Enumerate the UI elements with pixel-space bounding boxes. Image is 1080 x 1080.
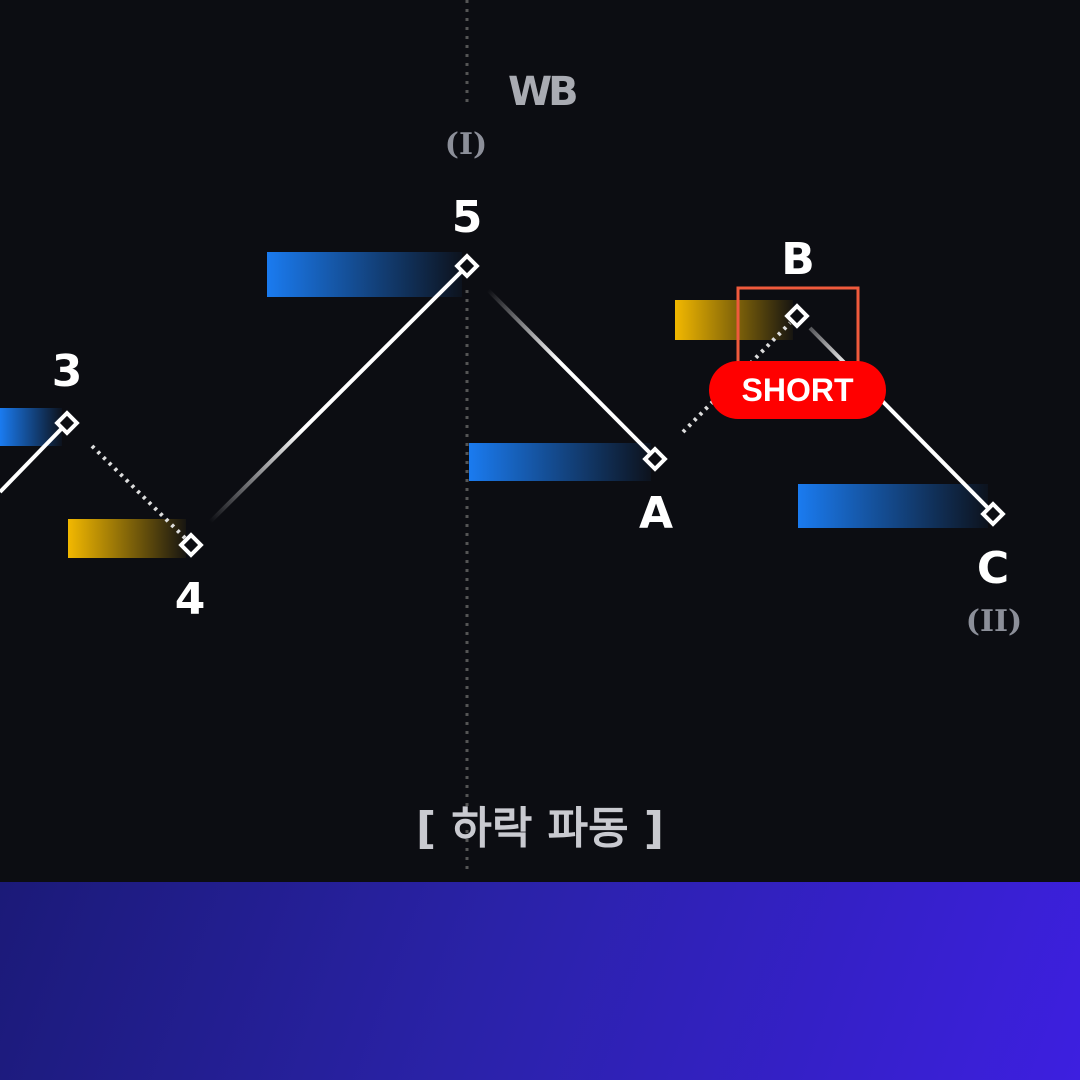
zone-bar-yellow [68,519,186,558]
pivot-marker [642,446,668,472]
pivot-marker [980,501,1006,527]
elliott-wave-diagram [0,0,1006,875]
wave-label-b: B [781,234,815,285]
footer-banner [0,882,1080,1080]
zone-bar-blue [469,443,651,481]
wave-label-a: A [638,488,674,539]
wave-label-4: 4 [174,574,206,625]
wave-label-5: 5 [451,192,483,243]
diagram-title: [ 하락 파동 ] [415,803,665,854]
wave-line-dotted [90,444,187,540]
short-badge: SHORT [709,361,886,419]
zone-bar-blue [267,252,462,297]
zone-bar-blue [798,484,988,528]
pivot-marker [54,410,80,436]
zone-bar-yellow [675,300,793,340]
wave-label-3: 3 [51,346,83,397]
degree-label-i: (I) [444,127,488,162]
wb-logo: WB [508,69,579,115]
wave-line [0,421,69,494]
pivot-marker [454,253,480,279]
wave-label-c: C [976,543,1010,594]
wave-line [208,269,464,524]
wave-line [808,326,990,510]
wave-line-dotted [681,321,792,434]
wave-line [486,288,652,455]
pivot-marker [178,532,204,558]
degree-label-ii: (II) [965,604,1023,639]
pivot-marker [784,303,810,329]
